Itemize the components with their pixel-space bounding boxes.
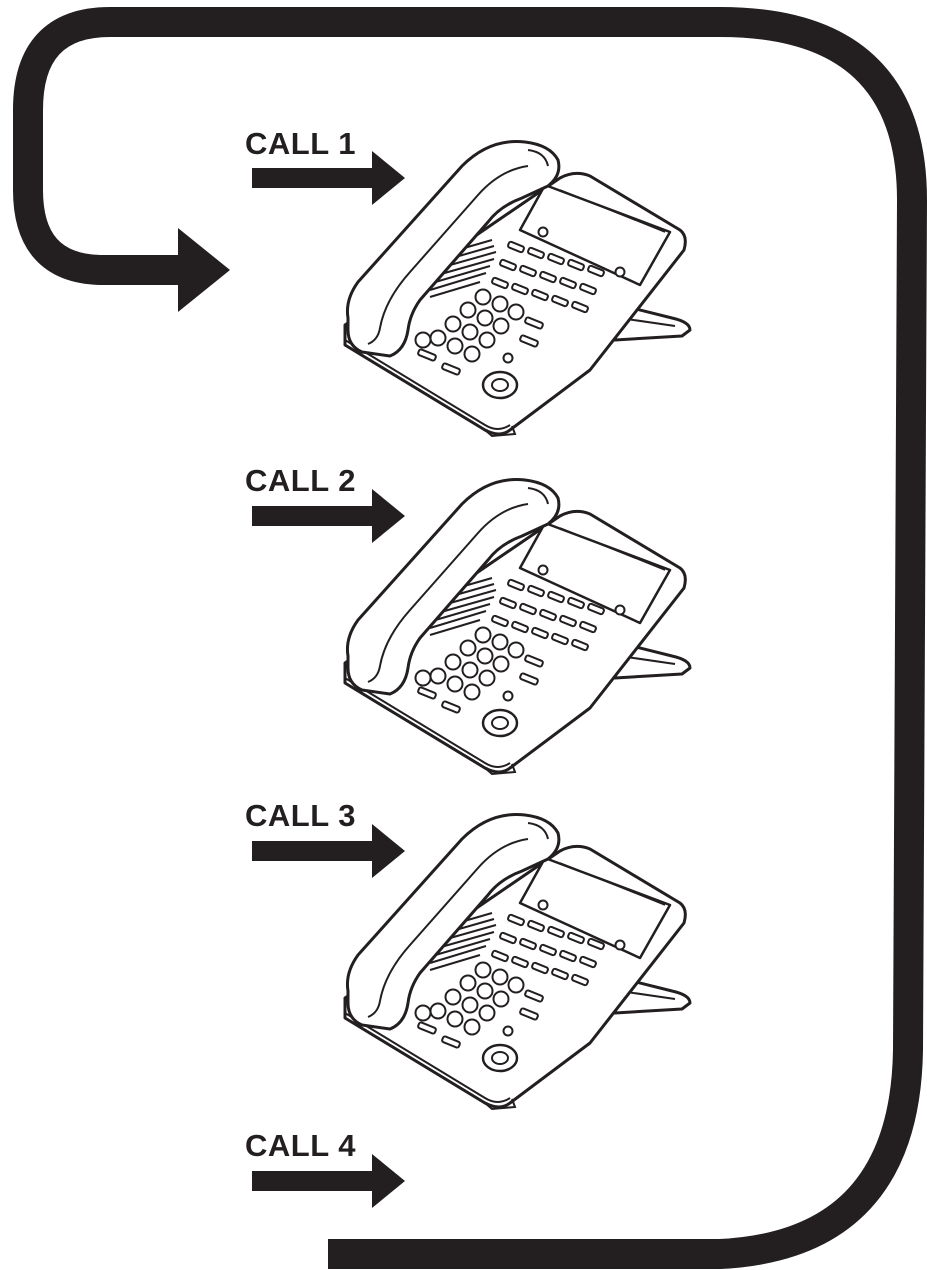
desk-telephone-icon	[345, 815, 690, 1110]
desk-telephone-icon	[345, 480, 690, 775]
call-label-4: CALL 4	[245, 1130, 356, 1161]
loop-arrowhead-icon	[178, 228, 230, 312]
call-label-3: CALL 3	[245, 800, 356, 831]
desk-telephone-icon	[345, 142, 690, 437]
call-label-1: CALL 1	[245, 128, 356, 159]
call-label-2: CALL 2	[245, 465, 356, 496]
